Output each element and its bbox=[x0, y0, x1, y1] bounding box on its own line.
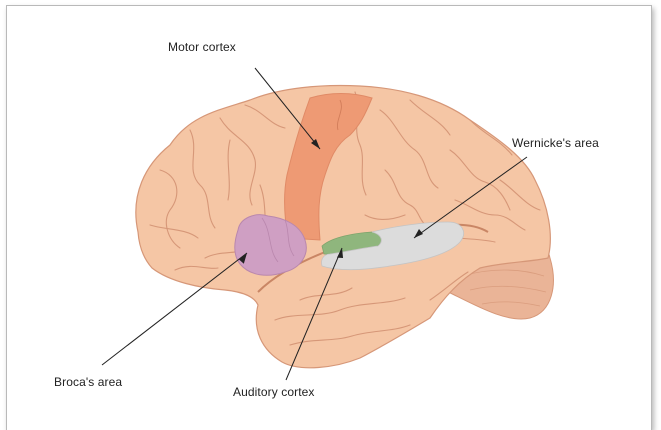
wernickes-area-label: Wernicke's area bbox=[512, 136, 599, 150]
motor-cortex-label: Motor cortex bbox=[168, 40, 236, 54]
brocas-area-label: Broca's area bbox=[54, 375, 122, 389]
auditory-cortex-label: Auditory cortex bbox=[233, 385, 315, 399]
